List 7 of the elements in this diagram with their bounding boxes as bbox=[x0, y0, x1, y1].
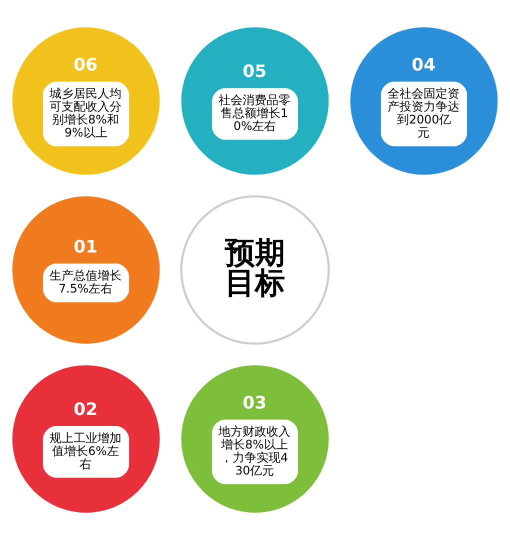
node-circle: 05 社会消费品零售总额增长10%左右 bbox=[181, 26, 329, 174]
node-circle: 预期目标 bbox=[180, 194, 330, 344]
node-circle: 04 全社会固定资产投资力争达到2000亿元 bbox=[350, 26, 498, 174]
node-circle: 06 城乡居民人均可支配收入分别增长8%和9%以上 bbox=[12, 26, 160, 174]
node-circle: 02 规上工业增加值增长6%左右 bbox=[12, 364, 160, 512]
node-circle: 03 地方财政收入增长8%以上，力争实现430亿元 bbox=[181, 364, 329, 512]
node-circle: 01 生产总值增长7.5%左右 bbox=[12, 196, 160, 344]
